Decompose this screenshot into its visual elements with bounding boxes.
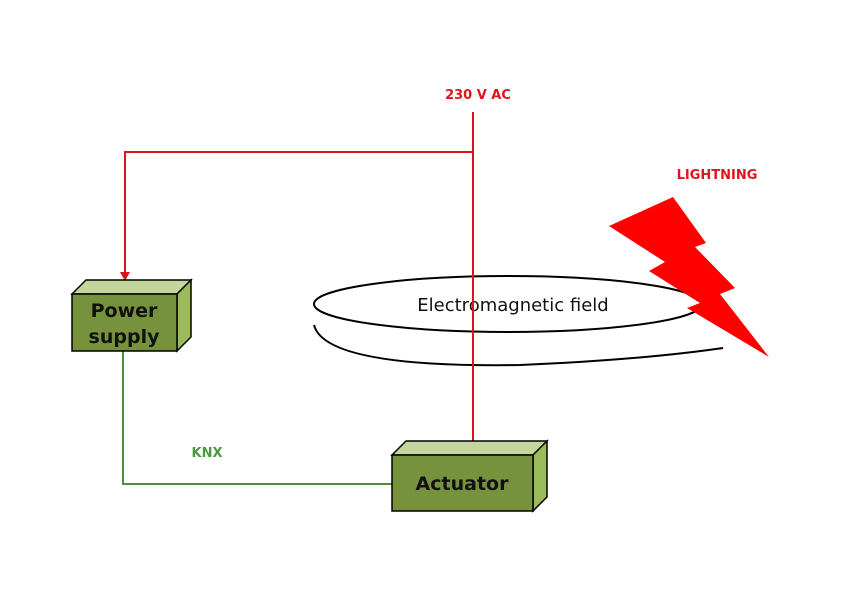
lightning-label: LIGHTNING [677, 168, 758, 183]
lightning-bolt-icon [609, 197, 769, 357]
actuator-label: Actuator [416, 473, 510, 495]
arrow-head-power-supply [120, 272, 130, 281]
mains-wiring: 230 V AC [120, 88, 511, 454]
knx-line [122, 351, 392, 485]
field-label: Electromagnetic field [417, 295, 608, 316]
power-supply-top-face [70, 279, 193, 295]
knx-label: KNX [192, 446, 223, 461]
power-supply-front-face [71, 293, 178, 352]
actuator-top-face [390, 440, 549, 456]
knx-bus: KNX [122, 351, 392, 485]
electromagnetic-field: Electromagnetic field [313, 275, 724, 367]
power-supply-label-line2: supply [89, 326, 161, 348]
supply-voltage-label: 230 V AC [445, 88, 511, 103]
actuator-box: Actuator [390, 439, 549, 513]
lightning: LIGHTNING [609, 168, 769, 357]
actuator-front-face [391, 454, 534, 512]
power-supply-label-line1: Power [91, 300, 158, 322]
mains-line-to-power-supply [124, 151, 473, 272]
power-supply-box: Power supply [70, 278, 193, 353]
field-arc [313, 324, 724, 367]
